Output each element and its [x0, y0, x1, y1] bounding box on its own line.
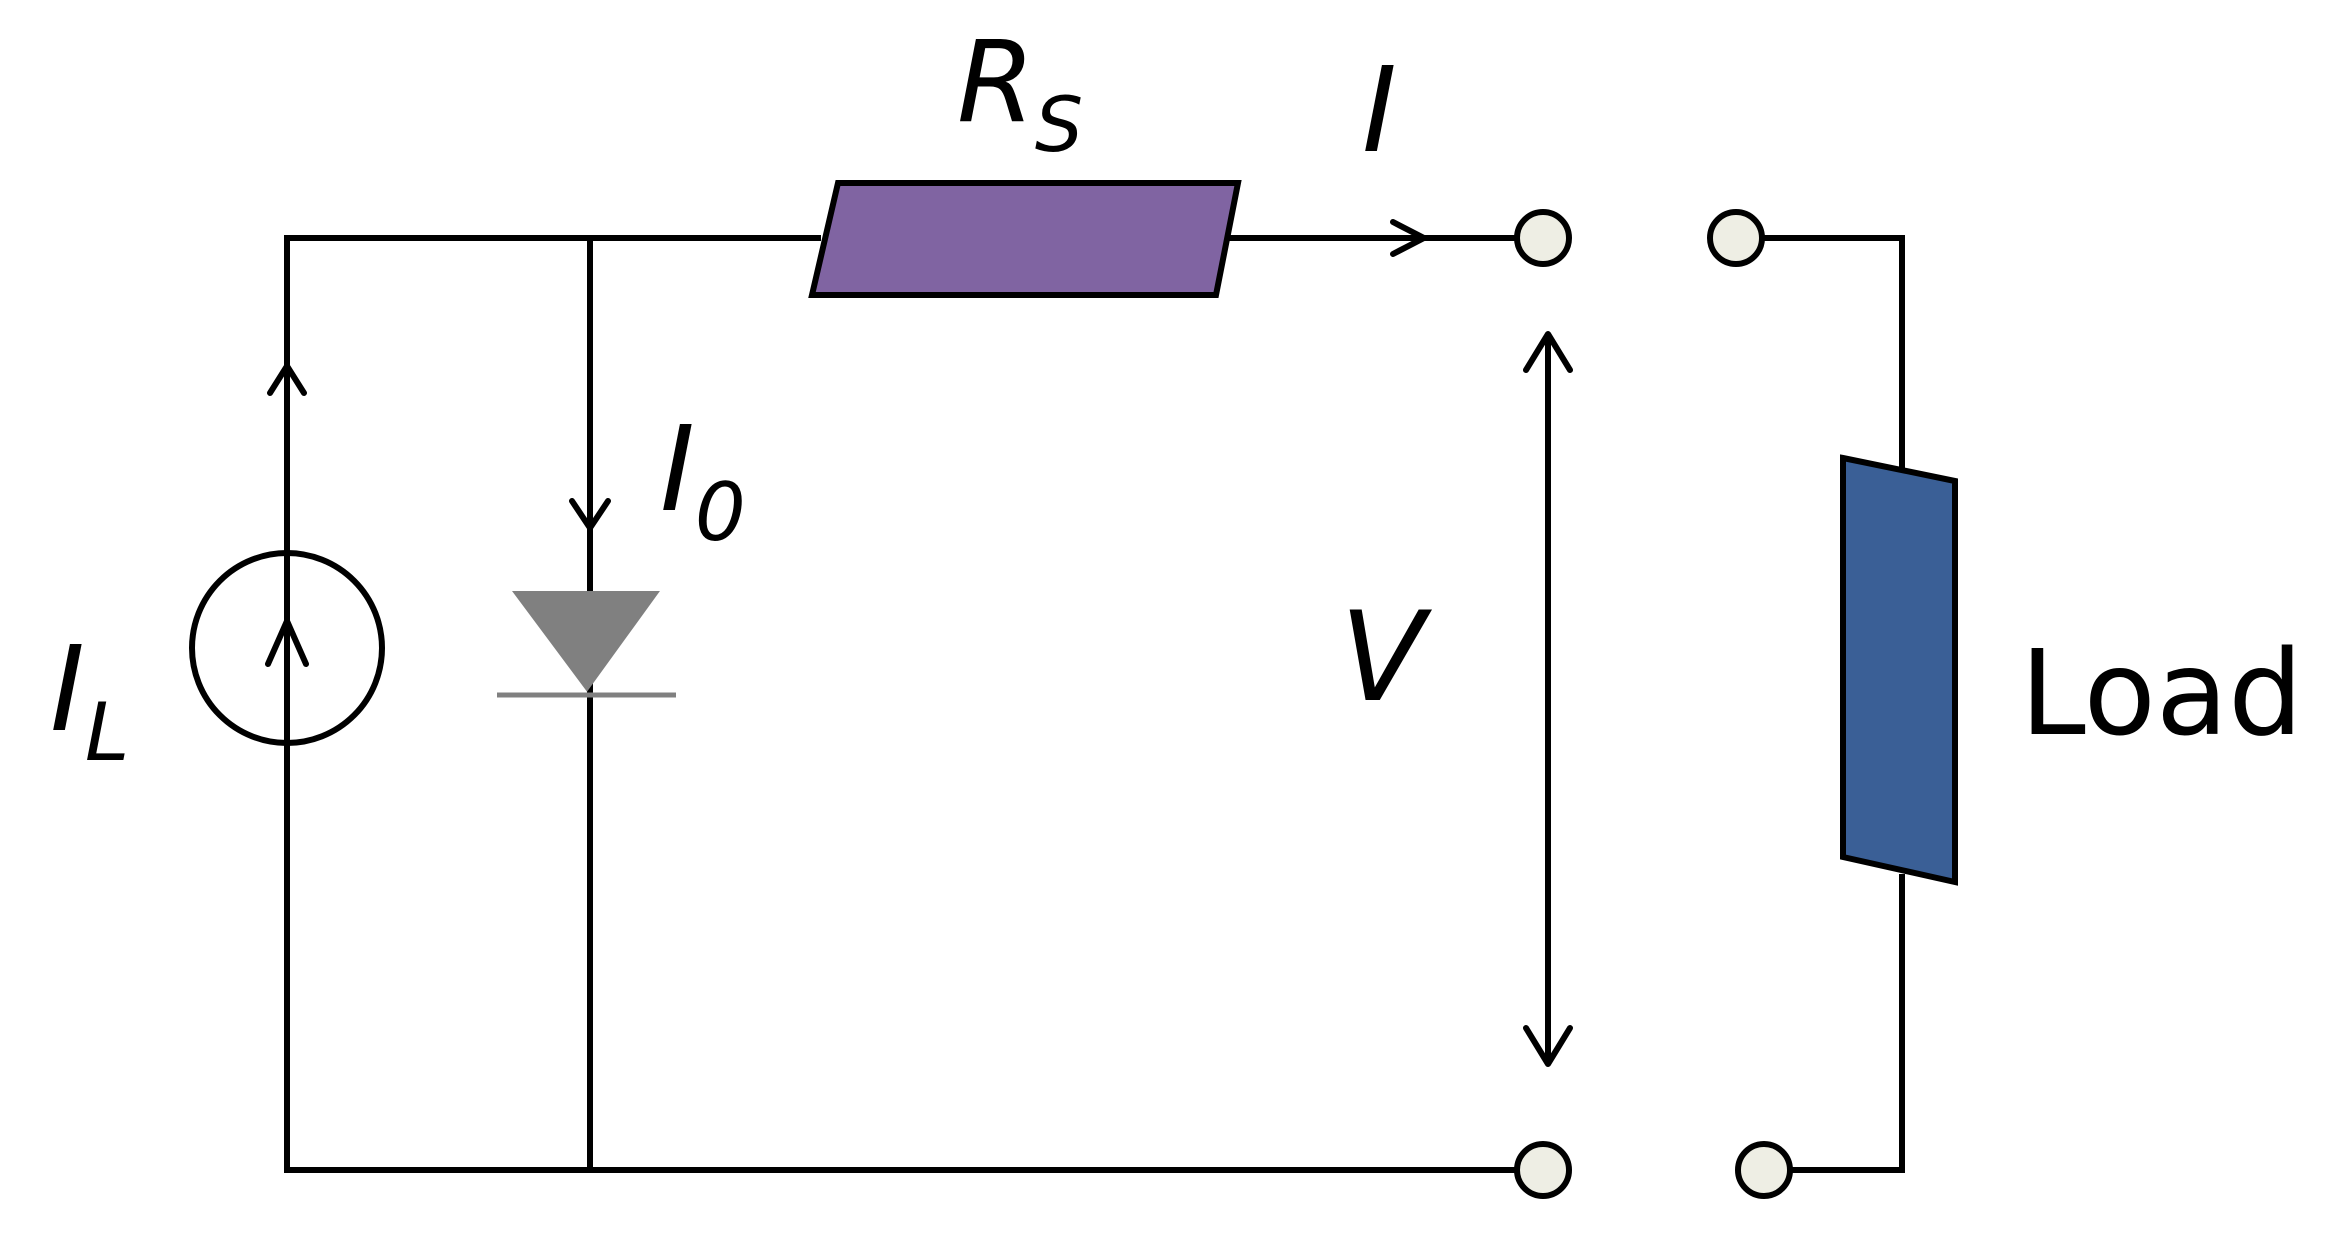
load-resistor — [1840, 454, 1958, 886]
terminal-top-left — [1514, 209, 1572, 267]
output-current-label: I — [1362, 41, 1397, 179]
diode-current-label-main: I — [660, 400, 695, 538]
wires — [284, 235, 1905, 1173]
diode-current-label-sub: 0 — [695, 466, 746, 559]
source-current-arrow-icon — [267, 363, 307, 396]
output-current-arrow-icon — [1390, 219, 1427, 257]
series-resistor-label-sub: S — [1035, 80, 1083, 169]
output-current-label-main: I — [1362, 41, 1397, 179]
terminal-bottom-right — [1735, 1141, 1793, 1199]
current-source-circle — [189, 550, 385, 746]
load-label: Load — [2020, 624, 2303, 762]
diode-current-label: I0 — [660, 400, 746, 559]
terminals — [1514, 209, 1793, 1199]
source-current-label: IL — [50, 620, 129, 779]
terminal-top-right — [1707, 209, 1765, 267]
diode-current-arrow-icon — [569, 498, 611, 531]
current-source-arrow-icon — [265, 618, 309, 667]
voltage-arrow-down-icon — [1523, 1025, 1573, 1067]
source-current-label-sub: L — [85, 686, 130, 779]
voltage-arrow-up-icon — [1523, 331, 1573, 373]
source-current-label-main: I — [50, 620, 85, 758]
current-source — [189, 363, 385, 746]
series-resistor-label-main: R — [957, 18, 1035, 148]
diode-triangle — [512, 591, 660, 692]
voltage-label-main: V — [1340, 586, 1433, 730]
series-resistor — [808, 180, 1242, 298]
terminal-bottom-left — [1514, 1141, 1572, 1199]
diode — [497, 498, 676, 698]
series-resistor-label: RS — [957, 18, 1083, 169]
voltage-label: V — [1340, 586, 1433, 730]
voltage-arrow — [1523, 331, 1573, 1067]
